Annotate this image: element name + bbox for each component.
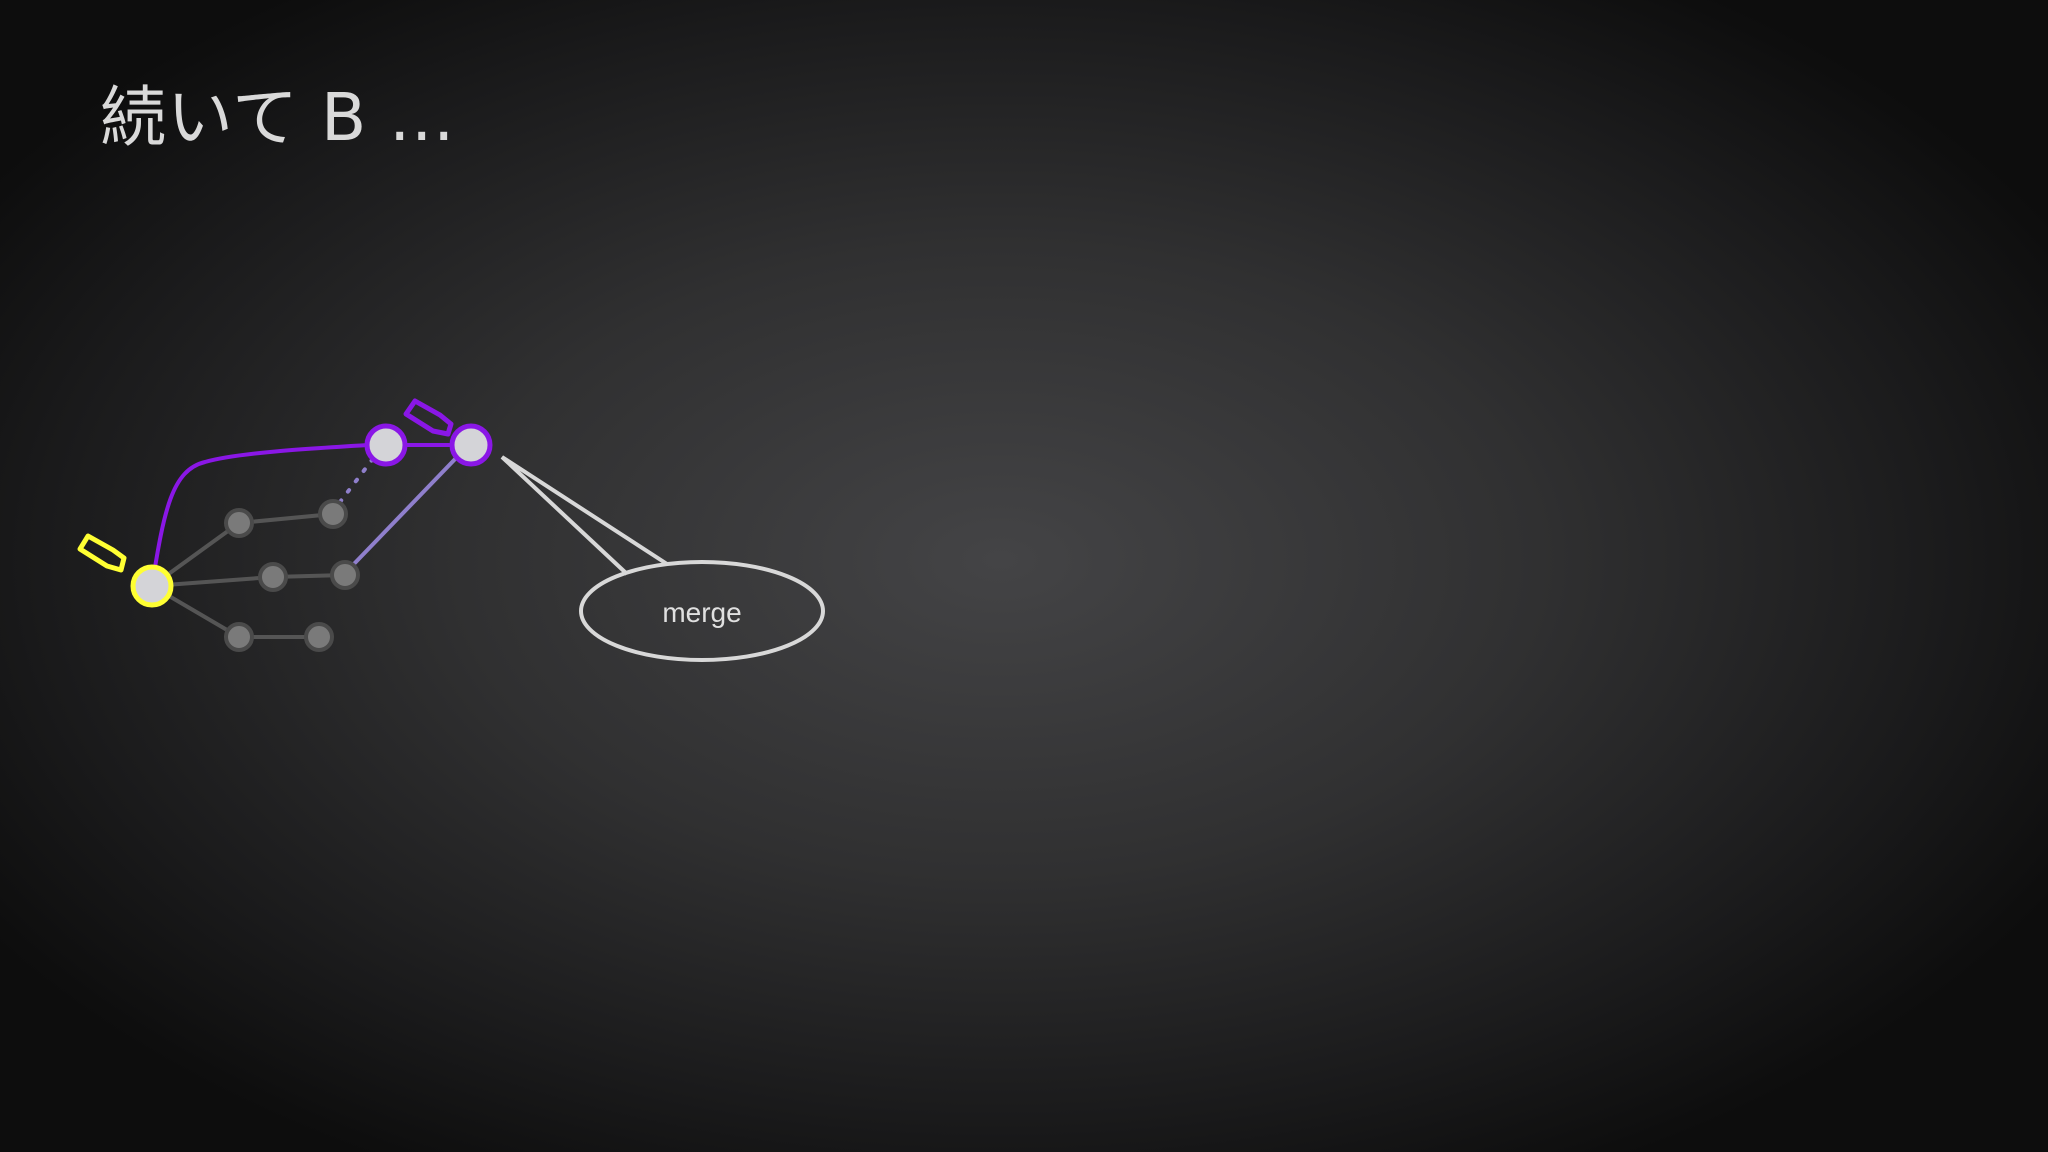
- commit-c1: [224, 622, 254, 652]
- head-pointer-tag-icon: [77, 533, 127, 573]
- merge-edge-b2-m2: [349, 453, 461, 569]
- commit-m2: [449, 423, 493, 467]
- merge-callout: merge: [500, 455, 825, 662]
- callout-bubble: [579, 560, 825, 662]
- dotted-edge-a2-m1: [338, 458, 374, 504]
- commit-b1: [258, 562, 288, 592]
- branch-b-pointer-tag-icon: [403, 398, 454, 437]
- callout-tail: [500, 455, 669, 576]
- commit-a1: [224, 508, 254, 538]
- edge-a1-a2: [237, 512, 335, 525]
- commit-a2: [318, 499, 348, 529]
- commit-c2: [304, 622, 334, 652]
- commit-base: [130, 564, 174, 608]
- inactive-commits: [224, 499, 360, 652]
- callout-text: merge: [662, 597, 741, 628]
- branch-b-edge-base-m1: [150, 442, 387, 587]
- slide-title: 続いて B ...: [100, 79, 456, 156]
- commit-m1: [364, 423, 408, 467]
- commit-b2: [330, 560, 360, 590]
